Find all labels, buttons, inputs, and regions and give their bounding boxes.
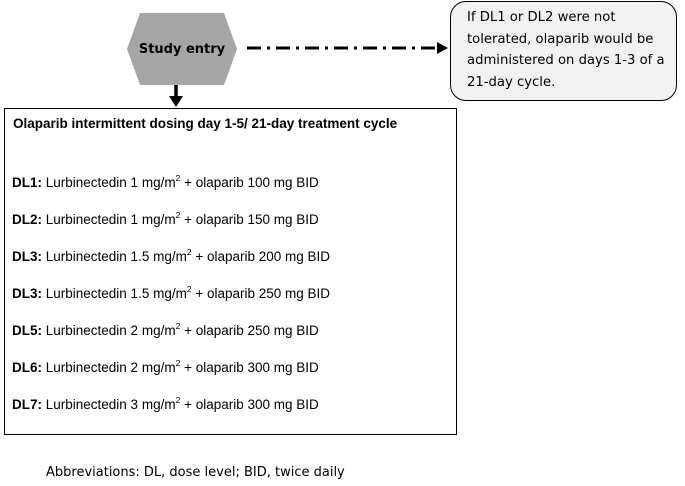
note-line: tolerated, olaparib would be [467, 31, 654, 47]
dose-level-tag: DL3: [12, 286, 42, 301]
dose-text: Lurbinectedin 3 mg/m [42, 397, 176, 412]
dose-text: + olaparib 150 mg BID [180, 212, 319, 227]
dose-level-row: DL1: Lurbinectedin 1 mg/m2 + olaparib 10… [12, 173, 319, 190]
dosing-box: Olaparib intermittent dosing day 1-5/ 21… [4, 108, 457, 435]
down-arrowhead [169, 96, 183, 107]
superscript: 2 [186, 247, 192, 257]
dose-text: Lurbinectedin 2 mg/m [42, 360, 176, 375]
dose-text: Lurbinectedin 2 mg/m [42, 323, 176, 338]
superscript: 2 [175, 358, 181, 368]
study-entry-label: Study entry [138, 41, 226, 57]
dose-level-row: DL2: Lurbinectedin 1 mg/m2 + olaparib 15… [12, 210, 319, 227]
note-line: 21-day cycle. [467, 74, 556, 90]
superscript: 2 [175, 321, 181, 331]
dose-text: + olaparib 250 mg BID [180, 323, 319, 338]
dose-level-tag: DL6: [12, 360, 42, 375]
dose-level-row: DL3: Lurbinectedin 1.5 mg/m2 + olaparib … [12, 247, 331, 264]
superscript: 2 [175, 173, 181, 183]
note-line: administered on days 1-3 of a [467, 53, 665, 68]
dose-text: + olaparib 300 mg BID [180, 360, 319, 375]
dose-level-tag: DL3: [12, 249, 42, 264]
dose-level-tag: DL7: [12, 397, 42, 412]
dosing-title: Olaparib intermittent dosing day 1-5/ 21… [13, 116, 398, 131]
study-entry-hexagon [127, 13, 237, 85]
dose-level-row: DL7: Lurbinectedin 3 mg/m2 + olaparib 30… [12, 395, 319, 412]
dose-text: + olaparib 200 mg BID [191, 249, 331, 264]
dose-level-tag: DL5: [12, 323, 42, 338]
dose-level-tag: DL2: [12, 212, 42, 227]
dose-text: + olaparib 300 mg BID [180, 397, 319, 412]
dose-text: + olaparib 100 mg BID [180, 175, 319, 190]
tolerance-note: If DL1 or DL2 were not tolerated, olapar… [450, 1, 677, 101]
connector-arrowhead [437, 42, 448, 54]
dose-level-tag: DL1: [12, 175, 42, 190]
superscript: 2 [175, 395, 181, 405]
dose-text: Lurbinectedin 1 mg/m [42, 212, 176, 227]
dose-text: + olaparib 250 mg BID [191, 286, 331, 301]
abbreviations-footnote: Abbreviations: DL, dose level; BID, twic… [46, 465, 345, 480]
dose-text: Lurbinectedin 1.5 mg/m [42, 286, 187, 301]
dose-level-row: DL6: Lurbinectedin 2 mg/m2 + olaparib 30… [12, 358, 319, 375]
superscript: 2 [186, 284, 192, 294]
dose-text: Lurbinectedin 1.5 mg/m [42, 249, 187, 264]
dose-level-row: DL5: Lurbinectedin 2 mg/m2 + olaparib 25… [12, 321, 319, 338]
superscript: 2 [175, 210, 181, 220]
dose-text: Lurbinectedin 1 mg/m [42, 175, 176, 190]
dose-level-row: DL3: Lurbinectedin 1.5 mg/m2 + olaparib … [12, 284, 331, 301]
note-line: If DL1 or DL2 were not [467, 10, 616, 25]
